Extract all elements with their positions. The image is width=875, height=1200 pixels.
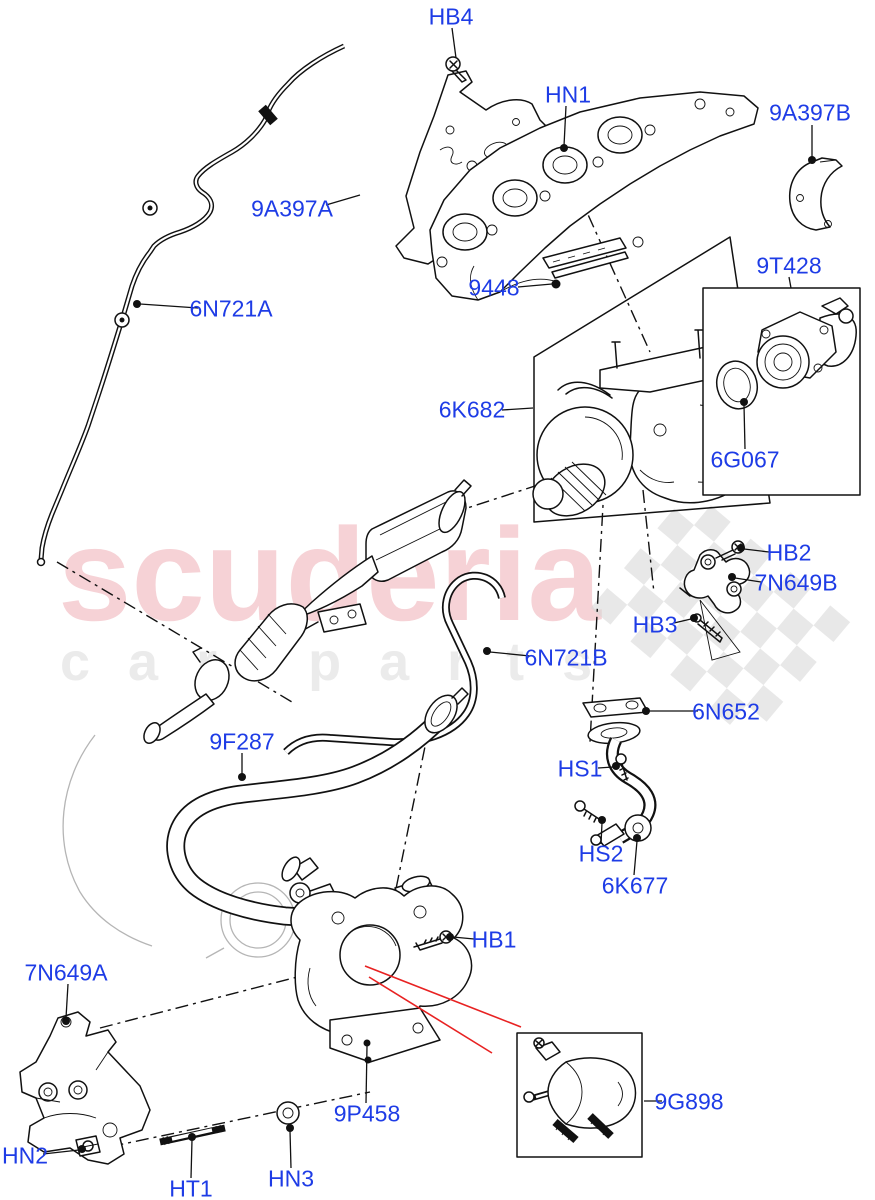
part-label-HN2[interactable]: HN2 <box>1 1142 49 1169</box>
kit-box-9g898 <box>516 1032 643 1158</box>
part-label-HB3[interactable]: HB3 <box>632 611 678 638</box>
part-label-9P458[interactable]: 9P458 <box>333 1100 401 1127</box>
leader-lines <box>42 27 816 1179</box>
pipe-6n721a-art <box>36 43 346 567</box>
kit-box-9t428 <box>702 287 861 496</box>
part-label-6K682[interactable]: 6K682 <box>438 396 506 423</box>
part-label-HT1[interactable]: HT1 <box>169 1175 213 1200</box>
part-label-6G067[interactable]: 6G067 <box>710 446 780 473</box>
red-callout-lines <box>364 965 522 1054</box>
part-label-HB1[interactable]: HB1 <box>471 926 517 953</box>
part-label-9448[interactable]: 9448 <box>468 274 520 301</box>
bracket-7n649a-art <box>19 1011 151 1165</box>
part-label-9A397A[interactable]: 9A397A <box>251 195 333 222</box>
hb4-bolt-art <box>445 56 467 83</box>
part-label-6N721B[interactable]: 6N721B <box>524 644 608 671</box>
part-label-9G898[interactable]: 9G898 <box>654 1088 724 1115</box>
hn3-washer-art <box>276 1101 300 1125</box>
downpipe-catalyst-art <box>143 479 472 745</box>
hose-9f287-art <box>166 687 469 946</box>
part-label-7N649A[interactable]: 7N649A <box>24 959 108 986</box>
hs1-bolt-art <box>615 753 629 781</box>
egr-tube-6k677-art <box>587 721 657 847</box>
part-label-HN3[interactable]: HN3 <box>267 1165 315 1192</box>
part-label-HN1[interactable]: HN1 <box>544 81 592 108</box>
part-label-HS2[interactable]: HS2 <box>578 840 624 867</box>
part-label-9A397B[interactable]: 9A397B <box>769 99 851 126</box>
part-label-9F287[interactable]: 9F287 <box>209 728 275 755</box>
manifold-gasket-art <box>542 236 644 279</box>
crescent-shield-art <box>788 157 843 231</box>
part-label-HS1[interactable]: HS1 <box>557 755 603 782</box>
hose-6n721b-art <box>283 571 506 755</box>
part-label-HB4[interactable]: HB4 <box>428 3 474 30</box>
gasket-6n652-art <box>582 697 649 718</box>
egr-valve-9p458-art <box>281 856 473 1064</box>
part-label-6N721A[interactable]: 6N721A <box>189 295 273 322</box>
exhaust-manifold-art <box>429 91 759 301</box>
part-label-7N649B[interactable]: 7N649B <box>754 569 838 596</box>
hs2-bolt-art <box>574 800 600 823</box>
part-label-9T428[interactable]: 9T428 <box>756 252 822 279</box>
watermark-subtext: car parts <box>60 632 630 692</box>
part-label-6K677[interactable]: 6K677 <box>601 872 669 899</box>
part-label-6N652[interactable]: 6N652 <box>692 698 760 725</box>
bracket-7n649b-art <box>679 549 751 661</box>
part-label-HB2[interactable]: HB2 <box>766 539 812 566</box>
